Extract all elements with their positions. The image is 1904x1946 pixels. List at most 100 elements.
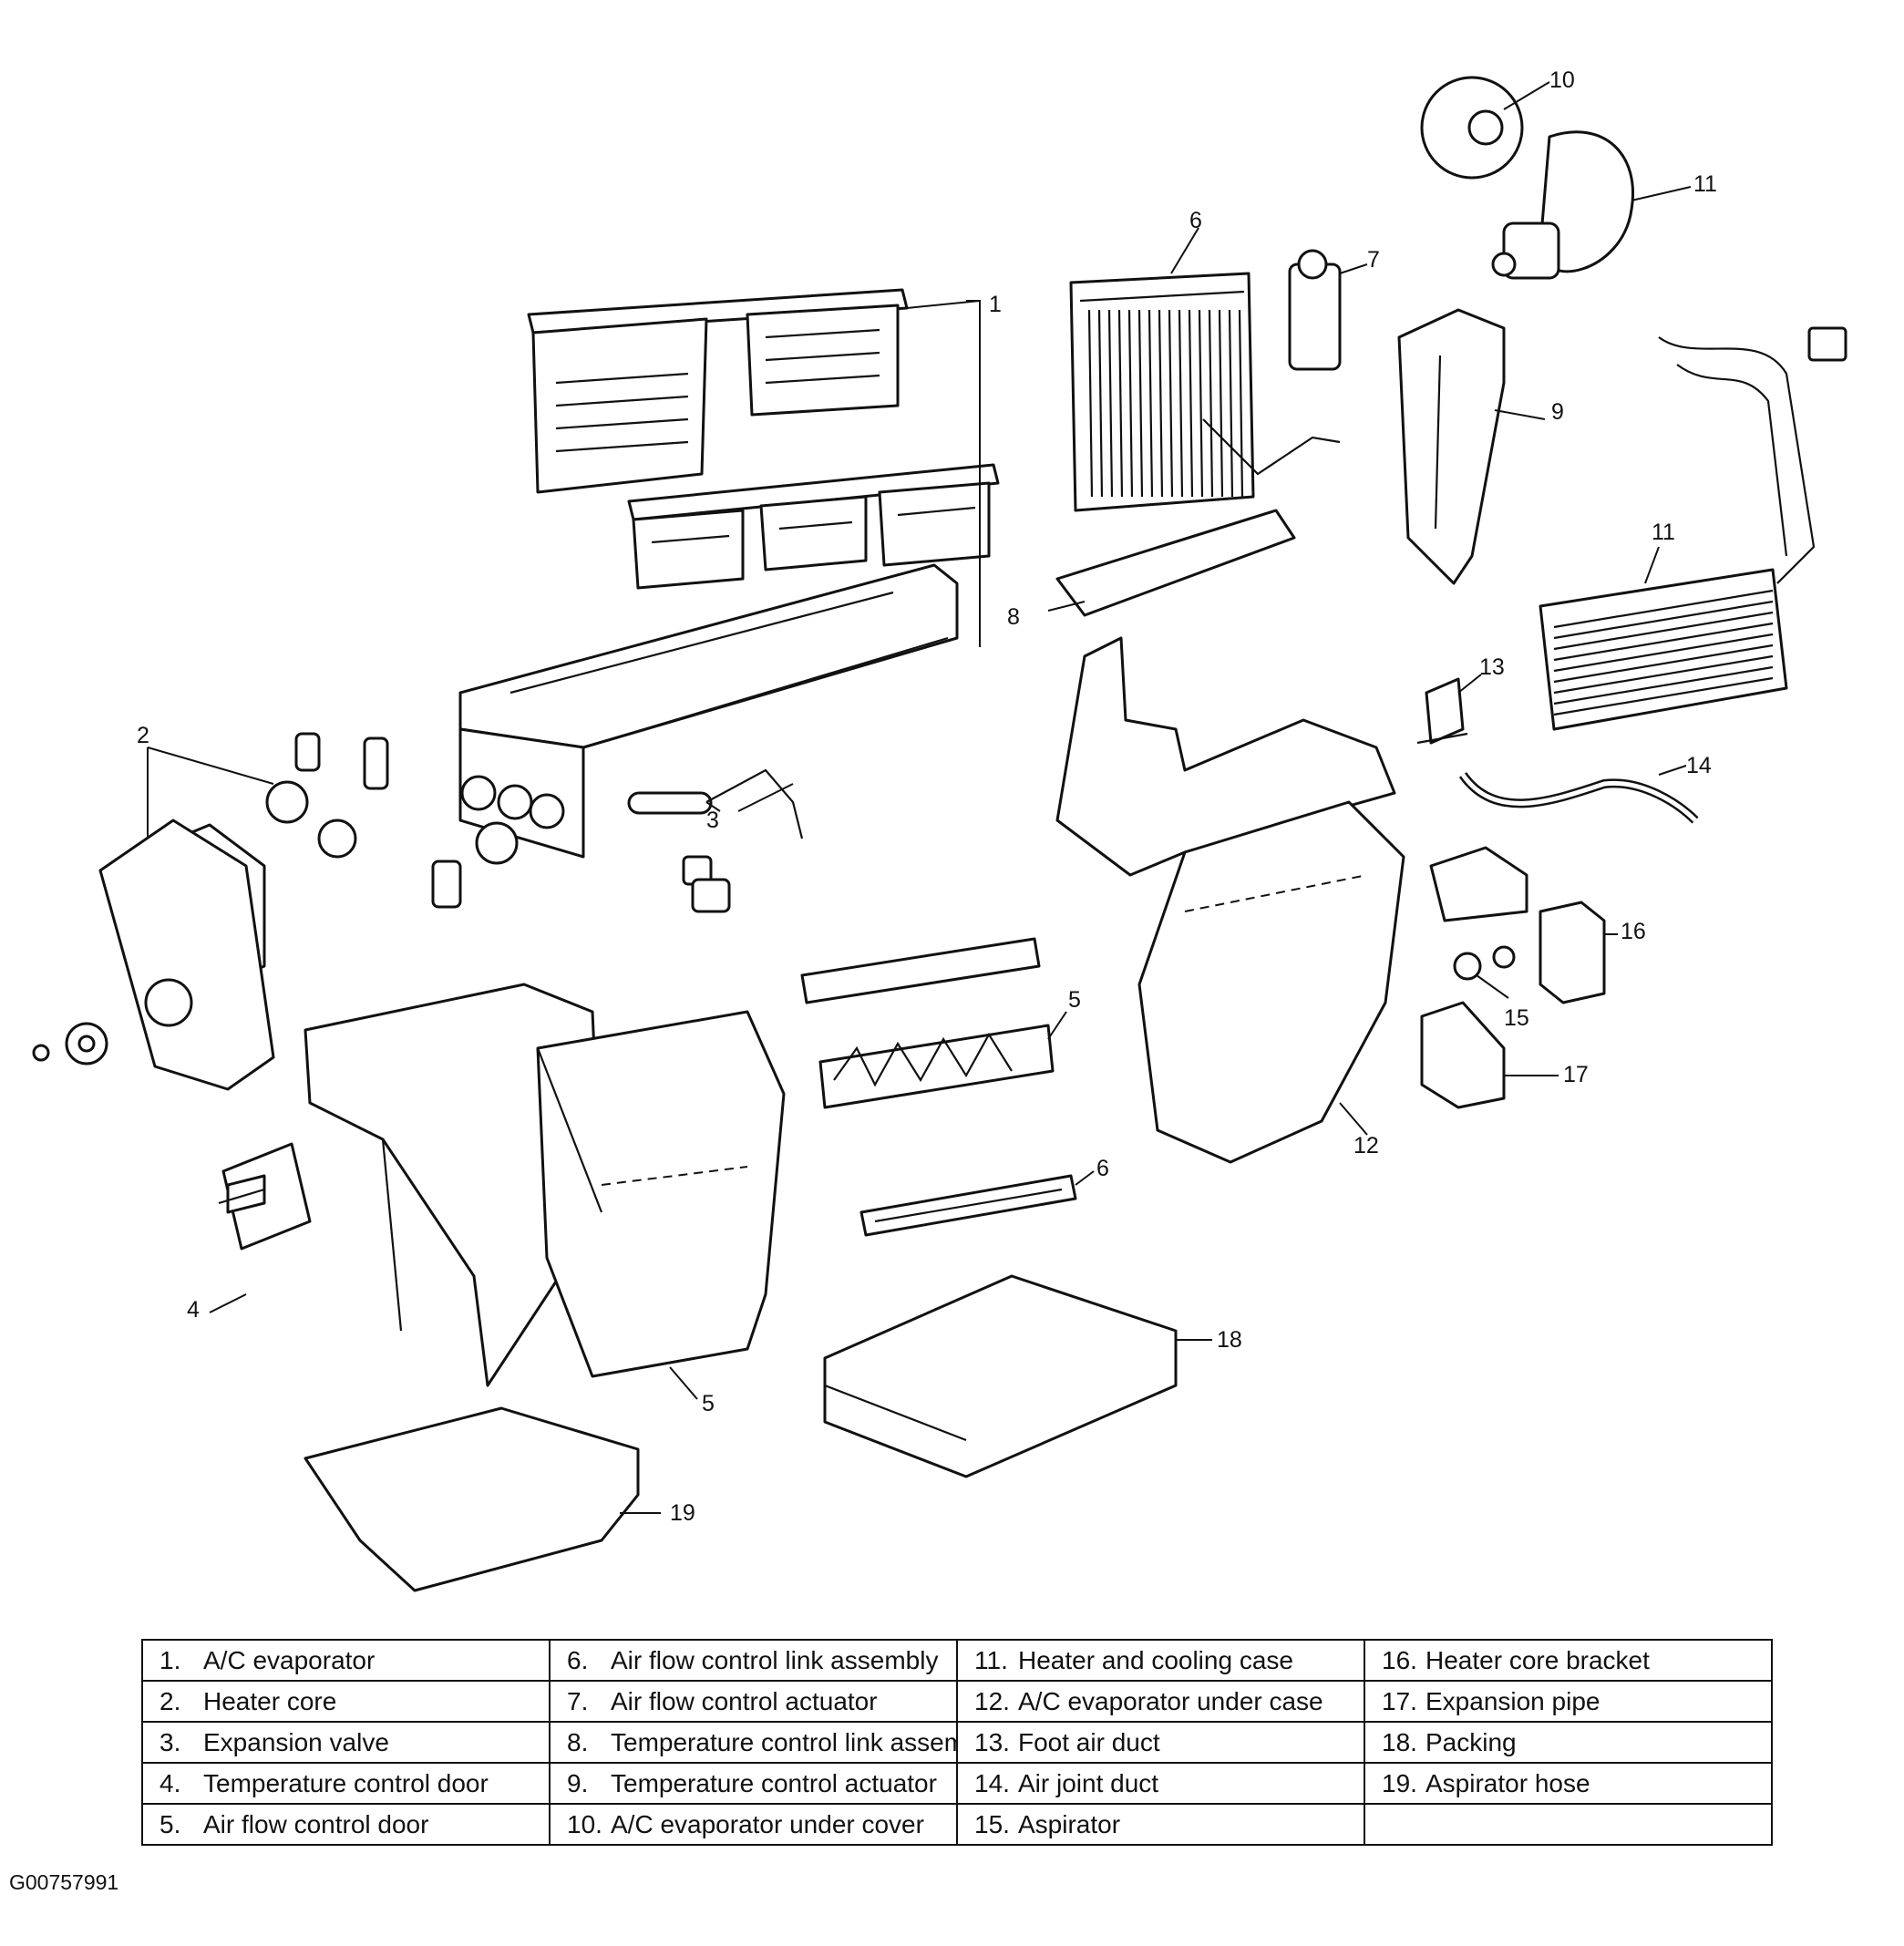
air-joint-duct	[1397, 308, 1506, 585]
callout-number: 18	[1217, 1327, 1242, 1353]
legend-item-number: 18.	[1382, 1727, 1417, 1756]
legend-cell: 11. Heater and cooling case	[956, 1639, 1365, 1682]
upper-case	[458, 563, 959, 865]
legend-item-label: Air joint duct	[1018, 1768, 1159, 1797]
legend-item-number: 4.	[160, 1768, 181, 1797]
legend-item-number: 19.	[1382, 1768, 1417, 1797]
evaporator-fin	[1097, 309, 1104, 498]
callout-number: 5	[1068, 987, 1081, 1013]
legend-item-label: Aspirator hose	[1425, 1768, 1590, 1797]
evaporator-fin	[1168, 309, 1174, 498]
legend-item-number: 9.	[567, 1768, 589, 1797]
foot-air-duct	[823, 1274, 1178, 1478]
legend-item-number: 13.	[974, 1727, 1010, 1756]
legend-cell: 5.Air flow control door	[141, 1803, 551, 1846]
callout-number: 10	[1549, 67, 1575, 93]
legend-cell: 9. Temperature control actuator	[549, 1762, 958, 1805]
legend-row: 2. Heater core 7.Air flow control actuator…	[141, 1680, 1773, 1723]
legend-item-label: A/C evaporator under case	[1018, 1686, 1323, 1715]
heater-core-fin	[1553, 633, 1774, 673]
legend-item-number: 10.	[567, 1809, 602, 1838]
heater-core-fin	[1553, 611, 1774, 651]
heater-core-fin	[1553, 589, 1774, 629]
legend-cell: 12. A/C evaporator under case	[956, 1680, 1365, 1723]
legend-cell: 2. Heater core	[141, 1680, 551, 1723]
legend-item-number: 7.	[567, 1686, 589, 1715]
legend-item-label: Heater core	[203, 1686, 337, 1715]
callout-number: 11	[1693, 171, 1717, 197]
heater-core-fin	[1553, 644, 1774, 684]
ac-evaporator-under-cover	[1055, 509, 1296, 617]
packing	[1420, 76, 1524, 180]
evaporator-fin	[1188, 309, 1194, 498]
legend-item-number: 3.	[160, 1727, 181, 1756]
ac-evaporator-under-case	[304, 1406, 640, 1592]
callout-number: 7	[1367, 247, 1380, 273]
callout-number: 19	[670, 1500, 695, 1526]
exploded-parts-diagram: 1 2 3 4 5	[32, 67, 1847, 1592]
temperature-control-link-assembly	[1453, 945, 1516, 981]
callout-number: 14	[1686, 753, 1712, 778]
callout-number: 13	[1479, 654, 1505, 680]
evaporator-fin	[1117, 309, 1124, 498]
callout-number: 1	[989, 292, 1002, 317]
legend-item-number: 12.	[974, 1686, 1010, 1715]
legend-cell: 17.Expansion pipe	[1364, 1680, 1773, 1723]
callout-number: 8	[1007, 604, 1020, 630]
expansion-valve	[1202, 249, 1342, 476]
legend-item-label: Aspirator	[1018, 1809, 1121, 1838]
callout-number: 9	[1551, 399, 1564, 425]
legend-item-number: 2.	[160, 1686, 181, 1715]
heater-cooling-case-right	[1055, 636, 1405, 1164]
temperature-control-door	[800, 937, 1055, 1109]
legend-cell: 16.Heater core bracket	[1364, 1639, 1773, 1682]
heater-core-fin	[1553, 622, 1774, 662]
heater-core	[1539, 326, 1847, 731]
legend-cell: 1.A/C evaporator	[141, 1639, 551, 1682]
callout-number: 11	[1652, 520, 1675, 545]
legend-cell: 7.Air flow control actuator	[549, 1680, 958, 1723]
legend-item-number: 15.	[974, 1809, 1010, 1838]
evaporator-fin	[1107, 309, 1114, 498]
callout-number: 16	[1621, 919, 1646, 944]
evaporator-fin	[1198, 309, 1204, 498]
temperature-control-actuator	[1539, 901, 1606, 1004]
evaporator-fin	[1148, 309, 1154, 498]
callout-number: 4	[187, 1297, 200, 1323]
heater-core-bracket	[1420, 846, 1528, 1109]
callout-number: 15	[1504, 1005, 1529, 1031]
callout-number: 17	[1563, 1062, 1589, 1087]
evaporator-fin	[1137, 309, 1144, 498]
legend-item-label: A/C evaporator under cover	[611, 1809, 924, 1838]
aspirator-hose	[1458, 771, 1699, 824]
legend-item-label: Expansion pipe	[1425, 1686, 1600, 1715]
legend-item-number: 16.	[1382, 1645, 1417, 1674]
evaporator-fin	[1228, 309, 1234, 498]
callout-number: 3	[706, 808, 719, 833]
legend-item-label: Heater and cooling case	[1018, 1645, 1293, 1674]
legend-item-label: Temperature control actuator	[611, 1768, 937, 1797]
aspirator	[1416, 677, 1468, 745]
legend-item-number: 5.	[160, 1809, 181, 1838]
legend-cell	[1364, 1803, 1773, 1846]
evaporator-fin	[1178, 309, 1184, 498]
heater-core-fin	[1553, 654, 1774, 695]
legend-row: 5.Air flow control door 10. A/C evaporator…	[141, 1803, 1773, 1846]
evaporator-fin	[1158, 309, 1164, 498]
blower-motor	[65, 819, 275, 1091]
callout-number: 2	[137, 723, 149, 748]
legend-item-number: 8.	[567, 1727, 589, 1756]
heater-core-fin	[1553, 665, 1774, 705]
evaporator-fin	[1238, 309, 1244, 498]
heater-core-fin	[1553, 676, 1774, 716]
heater-cooling-case-left	[304, 983, 786, 1387]
legend-item-number: 6.	[567, 1645, 589, 1674]
air-flow-control-door-lower	[859, 1174, 1077, 1237]
legend-cell: 6.Air flow control link assembly	[549, 1639, 958, 1682]
legend-item-label: A/C evaporator	[203, 1645, 376, 1674]
legend-item-label: Expansion valve	[203, 1727, 389, 1756]
legend-item-label: Foot air duct	[1018, 1727, 1160, 1756]
legend-item-number: 11.	[974, 1645, 1008, 1674]
legend-item-number: 14.	[974, 1768, 1010, 1797]
